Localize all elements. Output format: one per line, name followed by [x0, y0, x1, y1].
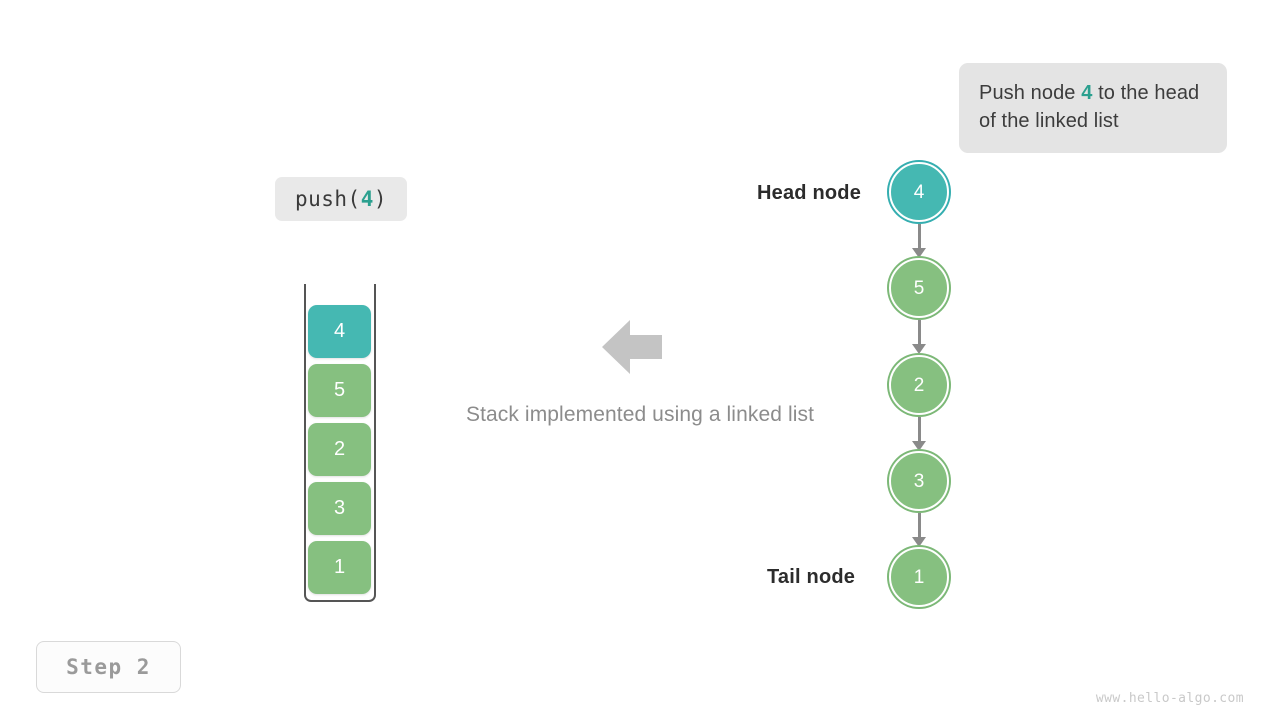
tooltip-text-after: to the head of the linked list [979, 82, 1200, 132]
linked-list-arrowhead-icon [912, 537, 926, 547]
watermark: www.hello-algo.com [1095, 691, 1244, 706]
stack-cell: 3 [308, 482, 371, 535]
stack-cell: 4 [308, 305, 371, 358]
linked-list-edge [918, 224, 921, 252]
linked-list-node: 1 [889, 547, 949, 607]
head-node-label: Head node [757, 182, 862, 204]
linked-list-node: 2 [889, 355, 949, 415]
linked-list-arrowhead-icon [912, 248, 926, 258]
linked-list-edge [918, 513, 921, 541]
equivalence-arrow-left-icon [602, 318, 662, 376]
tooltip-text-before: Push node [979, 82, 1082, 104]
stack-container [304, 284, 376, 602]
linked-list-node: 4 [889, 162, 949, 222]
stack-cell: 5 [308, 364, 371, 417]
tail-node-label: Tail node [767, 566, 856, 588]
linked-list-node: 3 [889, 451, 949, 511]
step-badge: Step 2 [36, 641, 181, 693]
stack-cell: 1 [308, 541, 371, 594]
linked-list-arrowhead-icon [912, 344, 926, 354]
tooltip-highlight-value: 4 [1081, 82, 1093, 104]
operation-close-paren: ) [373, 187, 388, 211]
diagram-caption: Stack implemented using a linked list [465, 403, 815, 426]
linked-list-node: 5 [889, 258, 949, 318]
operation-name: push( [294, 187, 361, 211]
linked-list: 4 5 2 3 1 [889, 162, 951, 608]
operation-argument: 4 [360, 187, 374, 211]
linked-list-arrowhead-icon [912, 441, 926, 451]
linked-list-edge [918, 417, 921, 445]
stack-items: 4 5 2 3 1 [308, 305, 371, 594]
description-tooltip: Push node 4 to the head of the linked li… [959, 63, 1227, 153]
stack-cell: 2 [308, 423, 371, 476]
operation-label: push(4) [275, 177, 407, 221]
linked-list-edge [918, 320, 921, 348]
